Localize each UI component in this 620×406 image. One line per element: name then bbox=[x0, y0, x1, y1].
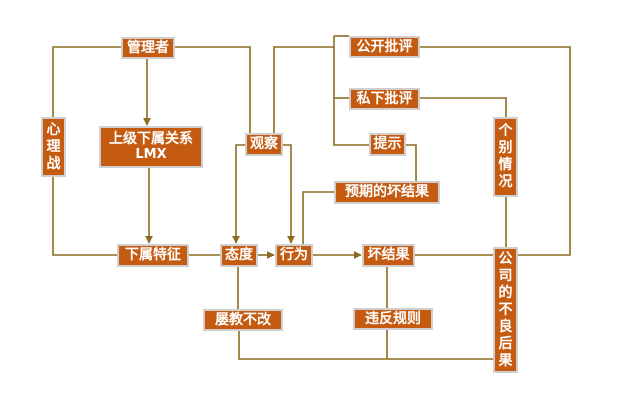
node-attitude-label: 态度 bbox=[225, 247, 253, 264]
node-expected-bad-result-label: 预期的坏结果 bbox=[345, 184, 429, 201]
node-psych-war: 心理战 bbox=[41, 117, 66, 177]
node-manager-label: 管理者 bbox=[127, 39, 169, 56]
node-subordinate-traits: 下属特征 bbox=[117, 244, 189, 267]
connector-observe-public bbox=[273, 46, 334, 133]
connector-observe-behavior bbox=[283, 144, 295, 244]
node-company-bad-consequence-label: 公司的不良后果 bbox=[498, 250, 513, 369]
node-lmx: 上级下属关系 LMX bbox=[99, 126, 203, 168]
connector-manager-observe bbox=[174, 46, 251, 133]
node-private-criticism-label: 私下批评 bbox=[356, 90, 413, 107]
connector-hint-expected bbox=[406, 144, 417, 181]
connector-psychwar-traits bbox=[52, 177, 117, 256]
connector-public-company bbox=[420, 46, 571, 256]
node-observe-label: 观察 bbox=[250, 136, 278, 153]
node-public-criticism-label: 公开批评 bbox=[356, 38, 413, 55]
connector-bottom-bus bbox=[238, 330, 493, 360]
node-manager: 管理者 bbox=[121, 37, 175, 59]
node-lmx-title: 上级下属关系 bbox=[109, 131, 193, 148]
node-public-criticism: 公开批评 bbox=[349, 36, 420, 58]
node-psych-war-label: 心理战 bbox=[46, 121, 61, 172]
node-repeat-offense-label: 屡教不改 bbox=[215, 311, 271, 328]
node-subordinate-traits-label: 下属特征 bbox=[125, 247, 181, 264]
connector-expected-behavior bbox=[302, 191, 334, 244]
node-observe: 观察 bbox=[245, 133, 283, 156]
node-rule-violation-label: 违反规则 bbox=[365, 310, 421, 327]
node-individual-case: 个别情况 bbox=[493, 117, 518, 197]
node-expected-bad-result: 预期的坏结果 bbox=[334, 181, 440, 204]
node-bad-result-label: 坏结果 bbox=[367, 247, 410, 264]
node-attitude: 态度 bbox=[220, 244, 258, 267]
node-individual-case-label: 个别情况 bbox=[498, 123, 513, 190]
node-bad-result: 坏结果 bbox=[362, 244, 415, 267]
connector-observe-attitude bbox=[232, 144, 245, 244]
node-behavior: 行为 bbox=[275, 244, 313, 267]
node-private-criticism: 私下批评 bbox=[349, 88, 420, 110]
node-company-bad-consequence: 公司的不良后果 bbox=[493, 247, 518, 373]
node-behavior-label: 行为 bbox=[280, 247, 308, 264]
connector-trunk bbox=[333, 36, 369, 146]
connector-private-individual bbox=[420, 97, 507, 117]
node-rule-violation: 违反规则 bbox=[353, 308, 433, 330]
node-hint: 提示 bbox=[369, 133, 406, 156]
node-repeat-offense: 屡教不改 bbox=[203, 309, 283, 331]
node-lmx-sub: LMX bbox=[135, 146, 167, 162]
node-hint-label: 提示 bbox=[373, 136, 402, 153]
connector-manager-psychwar bbox=[52, 46, 121, 117]
